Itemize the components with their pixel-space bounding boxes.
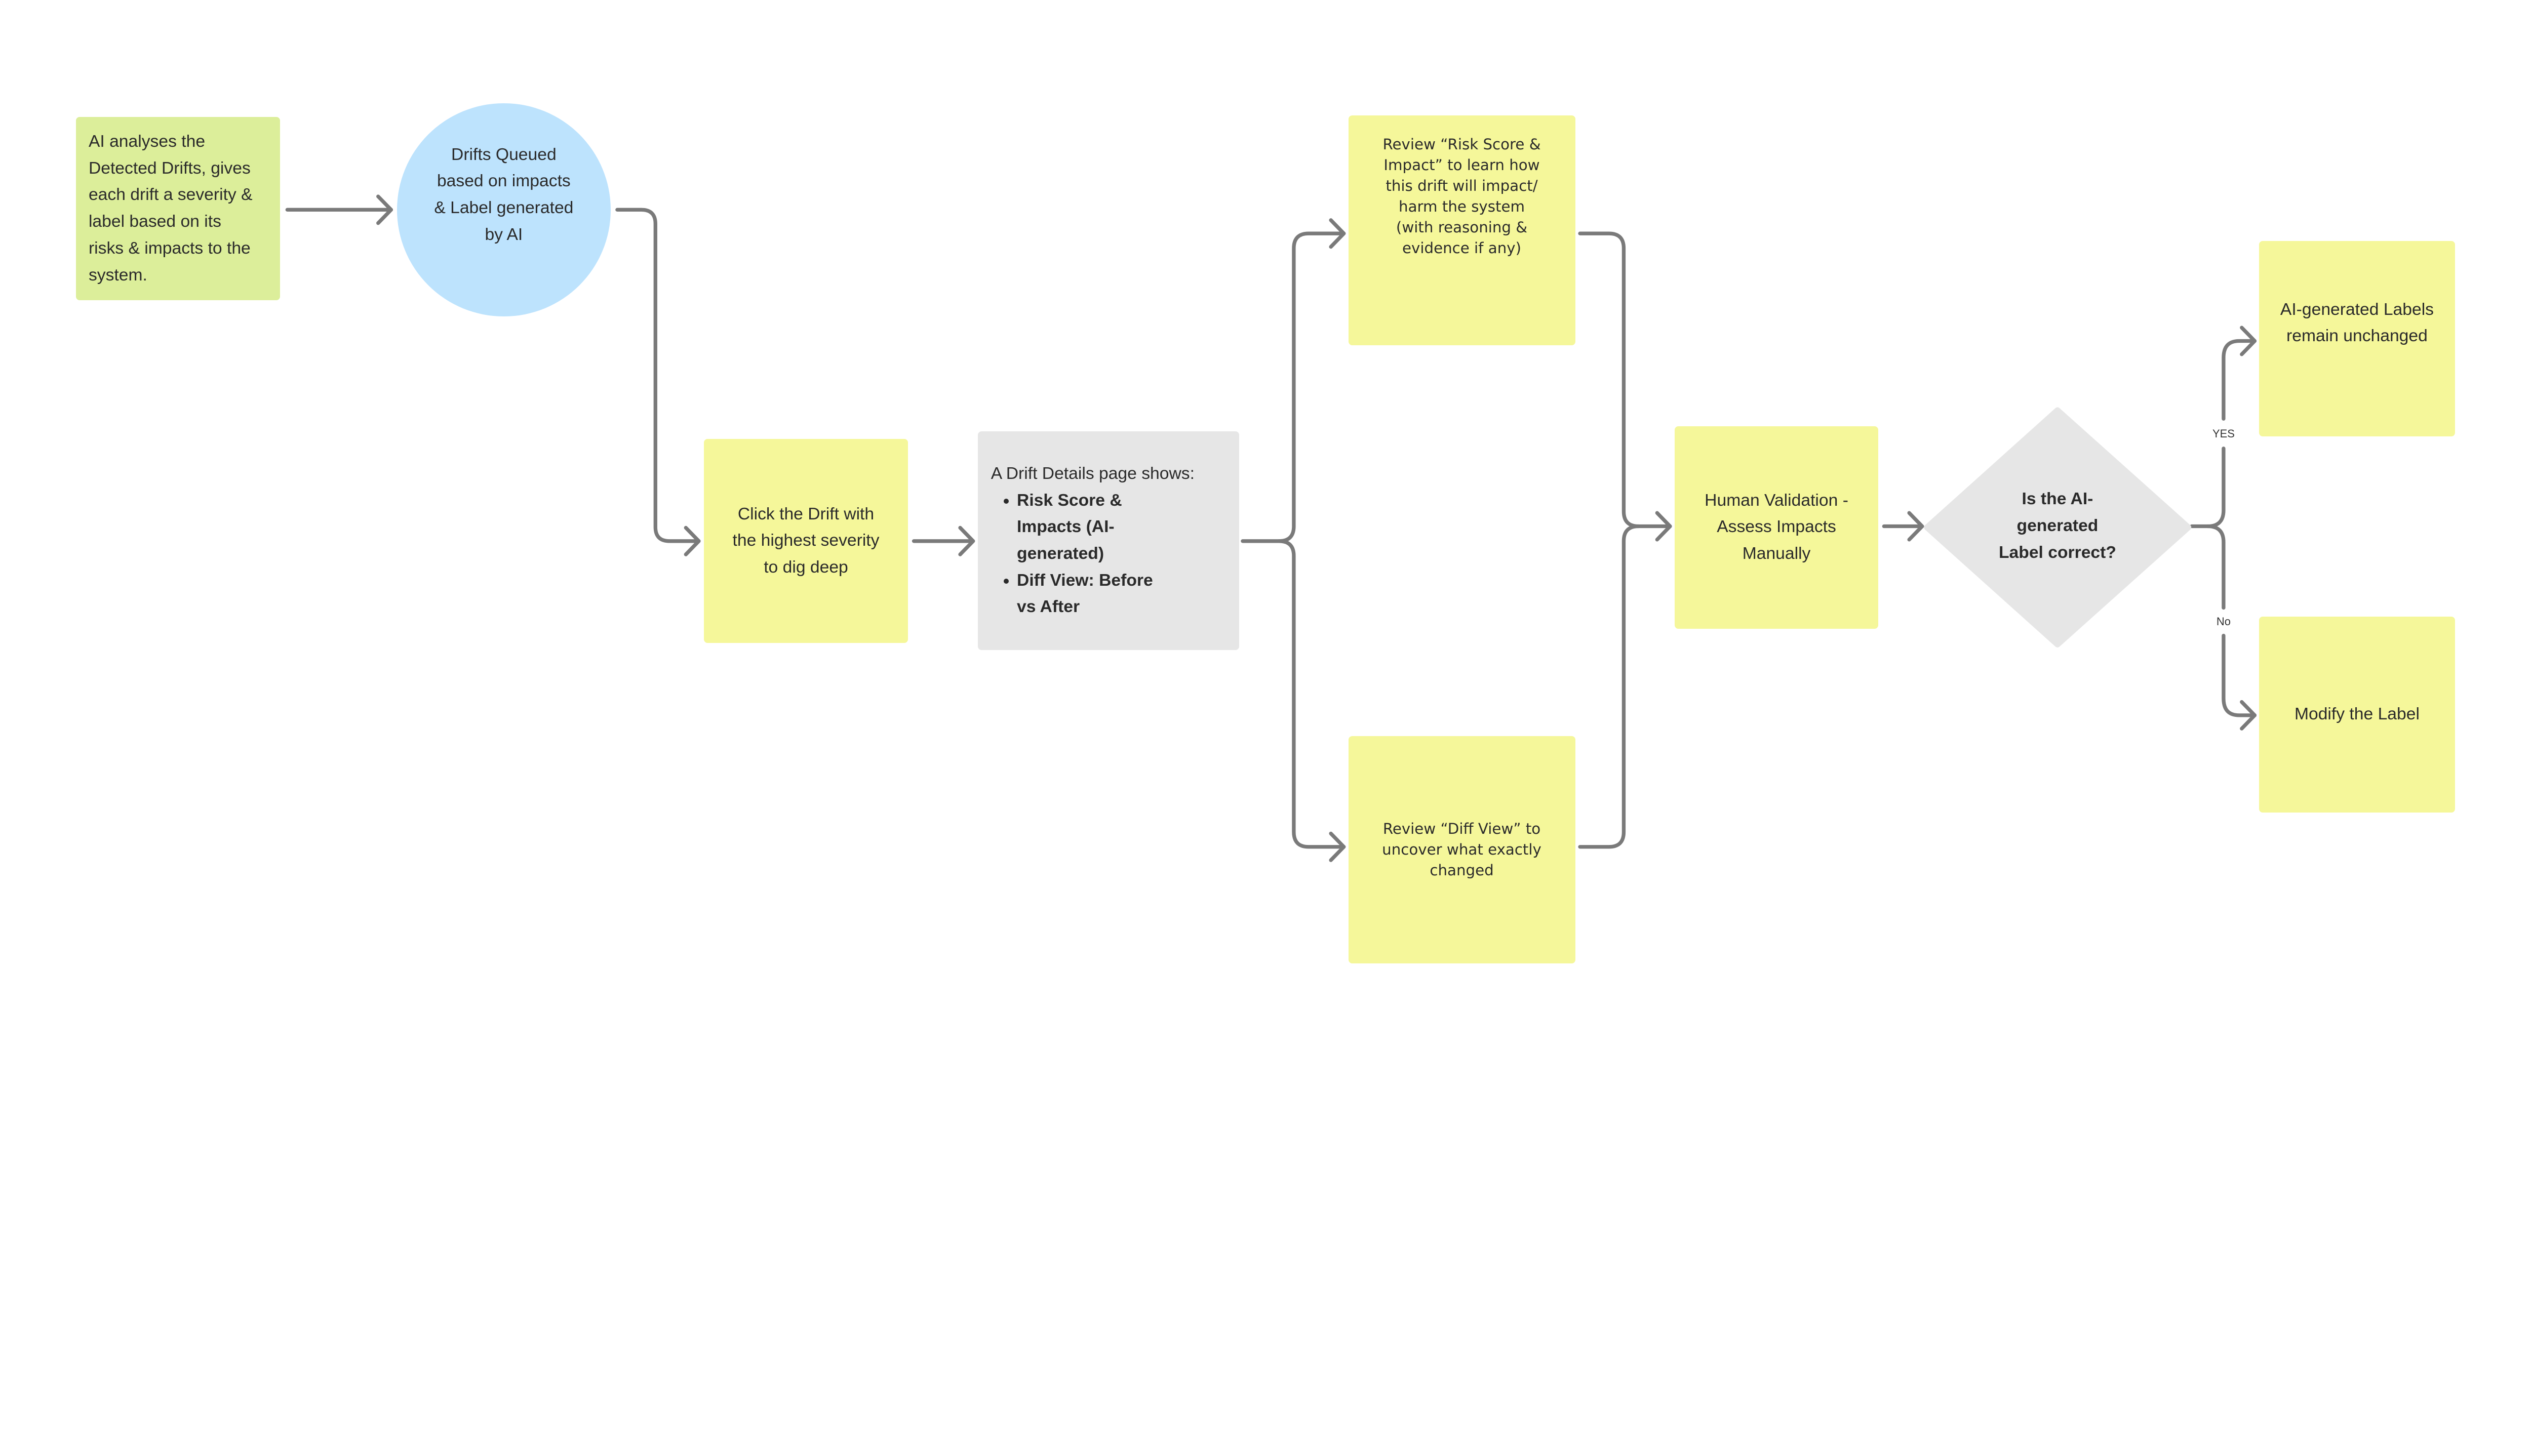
- arrowhead: [1907, 511, 1924, 542]
- arrowhead: [2240, 326, 2257, 356]
- note-text: Human Validation - Assess Impacts Manual…: [1705, 491, 1848, 563]
- note-modify-label: Modify the Label: [2259, 617, 2455, 813]
- note-click-drift: Click the Drift with the highest severit…: [704, 439, 908, 643]
- details-bullet: Diff View: Before vs After: [1017, 568, 1172, 621]
- note-text: Review “Risk Score & Impact” to learn ho…: [1382, 135, 1541, 257]
- arrowhead: [958, 525, 975, 556]
- note-text: AI analyses the Detected Drifts, gives e…: [88, 132, 253, 285]
- arrowhead: [684, 525, 701, 556]
- node-drifts-queued: Drifts Queued based on impacts & Label g…: [397, 103, 611, 317]
- connectors: [285, 194, 2257, 862]
- note-ai-analyses: AI analyses the Detected Drifts, gives e…: [76, 117, 280, 300]
- arrowhead: [1329, 218, 1346, 249]
- note-text: Review “Diff View” to uncover what exact…: [1382, 820, 1541, 879]
- connector-reviews-merge: [1578, 231, 1672, 529]
- details-bullet: Risk Score & Impacts (AI-generated): [1017, 488, 1172, 568]
- edge-label-yes: YES: [2208, 426, 2239, 441]
- note-text: AI-generated Labels remain unchanged: [2280, 300, 2434, 346]
- note-human-validation: Human Validation - Assess Impacts Manual…: [1674, 426, 1879, 629]
- arrowhead: [376, 194, 393, 225]
- arrowhead: [1329, 831, 1346, 862]
- details-list: Risk Score & Impacts (AI-generated) Diff…: [991, 488, 1195, 621]
- note-review-diff: Review “Diff View” to uncover what exact…: [1348, 736, 1575, 964]
- note-text: Modify the Label: [2294, 705, 2420, 724]
- connector-reviews-merge-up: [1578, 524, 1641, 849]
- arrowhead: [1655, 511, 1672, 542]
- decision-diamond: [1924, 407, 2192, 648]
- node-drift-details: A Drift Details page shows: Risk Score &…: [978, 431, 1239, 651]
- arrowhead: [2240, 700, 2257, 731]
- details-intro: A Drift Details page shows:: [991, 464, 1195, 483]
- connector-details-branch: [1241, 231, 1346, 543]
- connector-details-branch-down: [1277, 539, 1346, 849]
- node-text: Drifts Queued based on impacts & Label g…: [434, 145, 574, 244]
- note-text: Click the Drift with the highest severit…: [732, 504, 880, 577]
- note-labels-unchanged: AI-generated Labels remain unchanged: [2259, 240, 2455, 437]
- decision-text-wrap: Is the AI- generated Label correct?: [1965, 460, 2150, 593]
- connector-decision-no: [2205, 524, 2257, 717]
- note-review-risk: Review “Risk Score & Impact” to learn ho…: [1348, 115, 1575, 346]
- edge-label-no: No: [2208, 614, 2239, 629]
- decision-question: Is the AI- generated Label correct?: [1998, 490, 2116, 562]
- connector-queue-to-click: [615, 208, 701, 543]
